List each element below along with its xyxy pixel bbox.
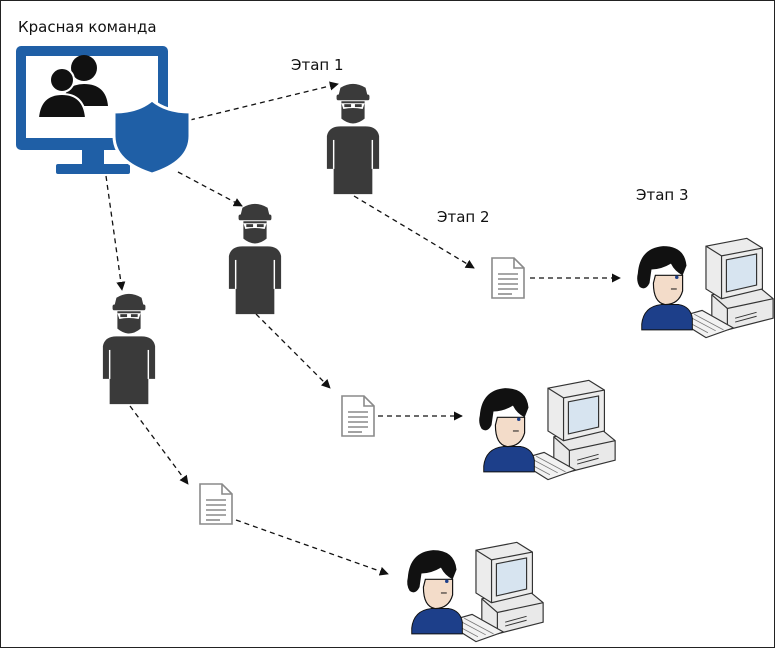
document-icon-2 [341,395,375,437]
connector-attacker-2-to-document [255,313,331,389]
team-label: Красная команда [18,18,157,36]
connector-team-to-attacker-3 [105,175,126,291]
shield-icon [112,98,192,176]
connector-team-to-attacker-2 [177,171,243,207]
connector-document-to-victim-3 [235,519,389,576]
stage-2-label: Этап 2 [437,208,490,226]
victim-icon-2 [478,379,616,481]
connector-team-to-attacker-1 [189,81,339,121]
connector-attacker-1-to-document [353,195,475,269]
victim-icon-3 [406,541,544,643]
attacker-icon-3 [102,293,156,405]
connector-attacker-3-to-document [129,405,189,485]
stage-1-label: Этап 1 [291,56,344,74]
attacker-icon-2 [228,203,282,315]
document-icon-1 [491,257,525,299]
document-icon-3 [199,483,233,525]
attacker-icon-1 [326,83,380,195]
stage-3-label: Этап 3 [636,186,689,204]
users-icon [36,55,108,119]
team-icon [16,46,192,176]
victim-icon-1 [636,237,774,339]
